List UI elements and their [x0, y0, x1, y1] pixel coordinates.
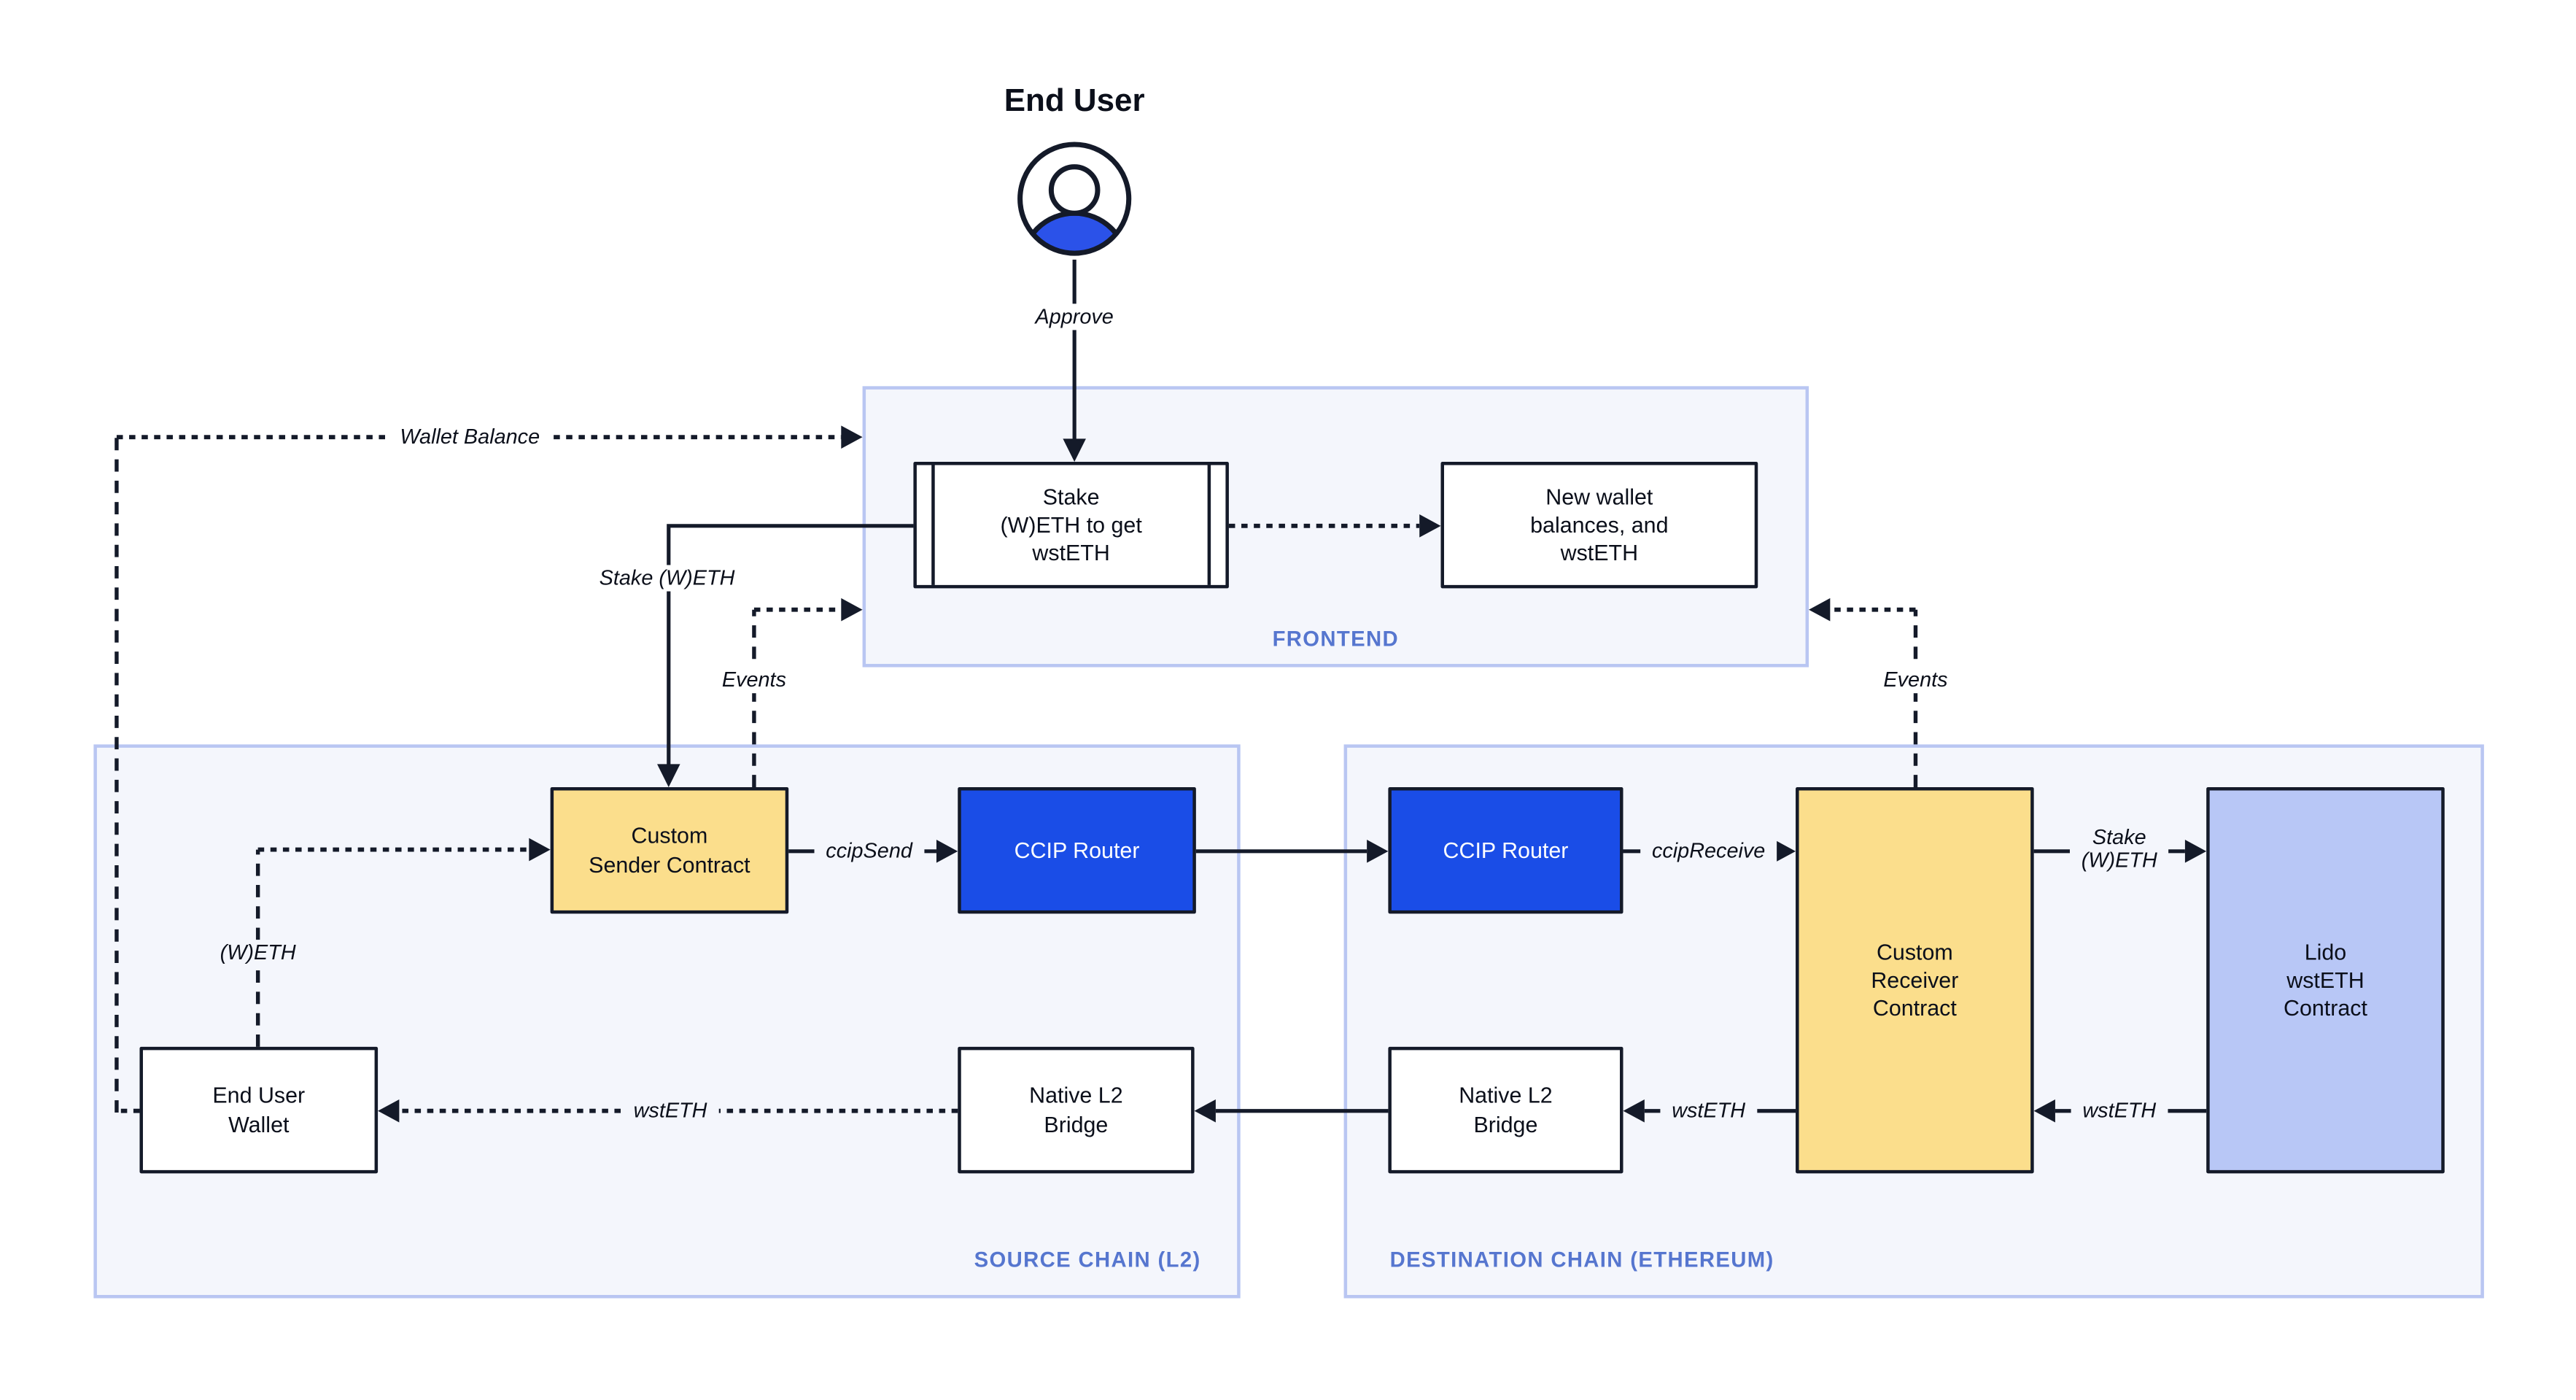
frontend-zone-label: FRONTEND [1272, 626, 1400, 651]
stake-weth-edge-label: Stake (W)ETH [587, 565, 747, 592]
ccipreceive-edge-label: ccipReceive [1640, 838, 1777, 865]
native-l2-bridge-source-box: Native L2 Bridge [958, 1046, 1195, 1174]
weth-edge-label: (W)ETH [208, 940, 308, 967]
new-balances-box-label: New wallet balances, and wstETH [1530, 484, 1669, 566]
wsteth-to-wallet-edge-label: wstETH [621, 1097, 719, 1125]
custom-receiver-contract-box: Custom Receiver Contract [1796, 786, 2034, 1174]
wsteth-to-bridge-edge-label: wstETH [1660, 1097, 1757, 1125]
new-balances-box: New wallet balances, and wstETH [1440, 461, 1758, 589]
events-left-arrowhead [841, 597, 863, 622]
native-l2-bridge-destination-box: Native L2 Bridge [1388, 1046, 1623, 1174]
stake-weth-right-edge-label: Stake (W)ETH [2069, 824, 2169, 875]
events-right-arrowhead [1809, 597, 1831, 622]
wallet-balance-edge-label: Wallet Balance [388, 423, 551, 451]
lido-wsteth-contract-box: Lido wstETH Contract [2206, 786, 2445, 1174]
lido-wsteth-contract-label: Lido wstETH Contract [2284, 939, 2367, 1021]
custom-sender-contract-label: Custom Sender Contract [589, 824, 750, 877]
destination-chain-zone-label: DESTINATION CHAIN (ETHEREUM) [1389, 1247, 1774, 1272]
subroutine-divider-left [931, 465, 936, 585]
end-user-wallet-box: End User Wallet [139, 1046, 379, 1174]
native-l2-bridge-destination-label: Native L2 Bridge [1459, 1083, 1553, 1137]
ccip-router-destination-label: CCIP Router [1443, 838, 1569, 863]
wsteth-to-receiver-edge-label: wstETH [2071, 1097, 2168, 1125]
wallet-balance-arrowhead [841, 425, 863, 449]
end-user-title: End User [1004, 82, 1145, 120]
source-chain-zone-label: SOURCE CHAIN (L2) [974, 1247, 1201, 1272]
ccip-router-source-label: CCIP Router [1014, 838, 1140, 863]
avatar-head [1048, 164, 1101, 216]
approve-edge-label: Approve [1023, 303, 1125, 331]
native-l2-bridge-source-label: Native L2 Bridge [1029, 1083, 1123, 1137]
ccipsend-edge-label: ccipSend [814, 838, 924, 865]
events-right-edge-label: Events [1871, 667, 1960, 694]
ccip-router-destination-box: CCIP Router [1388, 786, 1623, 914]
custom-sender-contract-box: Custom Sender Contract [550, 786, 789, 914]
end-user-icon [1017, 142, 1132, 256]
events-left-edge-label: Events [710, 667, 798, 694]
ccip-router-source-box: CCIP Router [958, 786, 1196, 914]
subroutine-divider-right [1206, 465, 1211, 585]
end-user-wallet-label: End User Wallet [212, 1083, 306, 1137]
custom-receiver-contract-label: Custom Receiver Contract [1871, 939, 1959, 1021]
stake-ui-box-label: Stake (W)ETH to get wstETH [1000, 484, 1142, 566]
avatar-ring [1017, 142, 1132, 256]
stake-ui-box: Stake (W)ETH to get wstETH [913, 461, 1229, 589]
